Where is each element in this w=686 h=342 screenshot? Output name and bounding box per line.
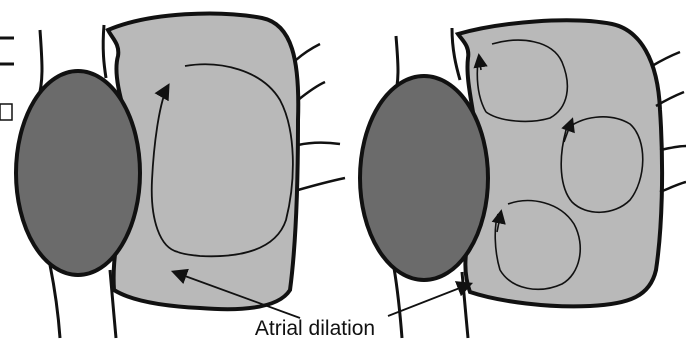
atrial-dilation-label: Atrial dilation [255,317,375,340]
right-vessel-line [394,268,402,338]
right-atrium-whisker [660,146,686,150]
right-ventricle [360,76,488,280]
left-panel [0,14,345,338]
left-atrium-whisker [298,178,345,190]
left-vessel-line [103,25,106,78]
left-ventricle [16,71,140,275]
left-atrium-whisker [296,44,320,60]
left-atrium-whisker [298,82,325,100]
pointer-arrow-right [388,284,470,316]
left-vessel-line [50,265,60,338]
left-atrium-whisker [298,143,340,145]
right-panel [360,20,686,338]
right-atrium-whisker [652,52,680,66]
left-edge-scale-mark [0,104,12,120]
